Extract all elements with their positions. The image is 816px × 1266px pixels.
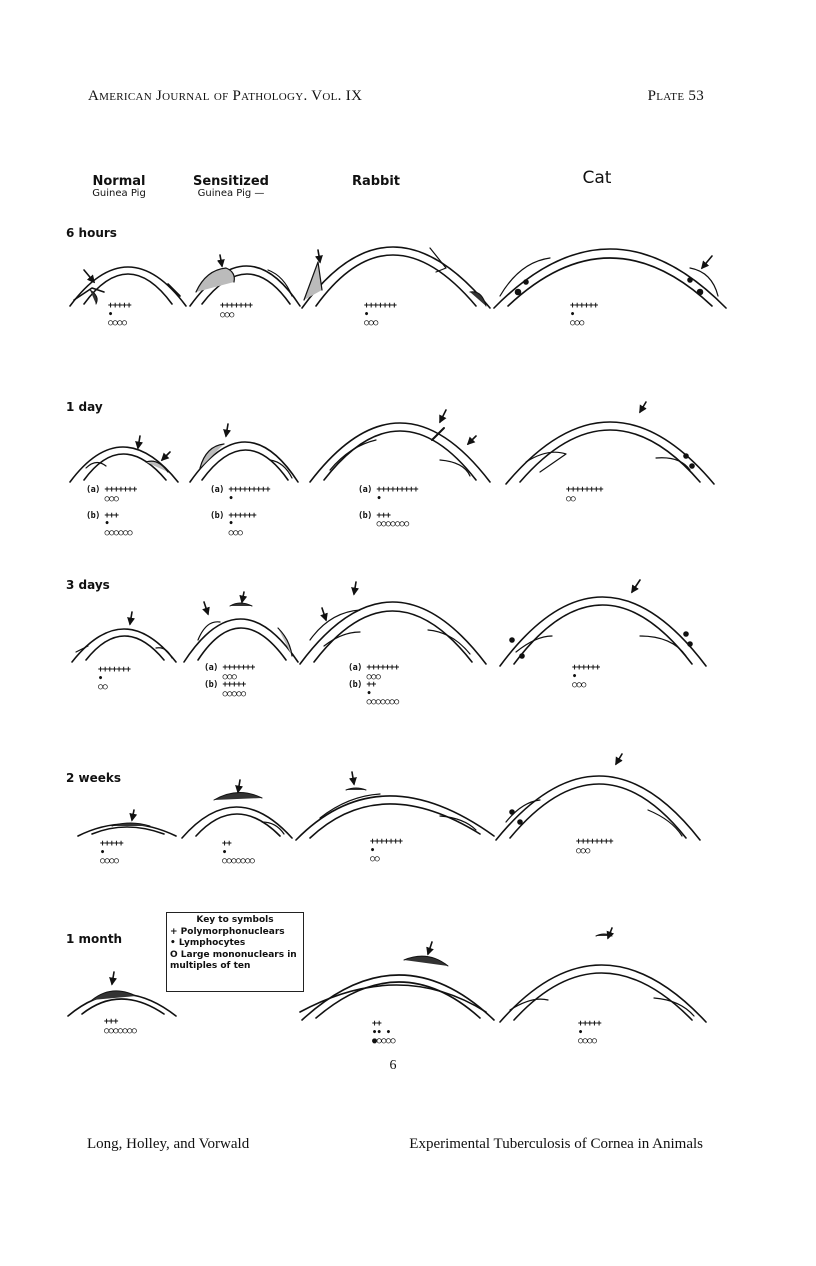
plate-label: Plate 53 (647, 88, 704, 104)
section-2w-cat (495, 753, 701, 841)
symbol-key-item-lymphocytes: • Lymphocytes (170, 938, 246, 948)
column-heading-sub: Guinea Pig (92, 187, 146, 199)
column-heading-main: Cat (582, 168, 612, 188)
section-3d-rabbit (299, 581, 487, 665)
journal-header: American Journal of Pathology. Vol. IX (88, 88, 363, 104)
row-label-6-hours: 6 hours (66, 226, 117, 240)
column-heading-normal-guinea-pig: Normal Guinea Pig (86, 175, 152, 199)
cell-counts-3d-sensitized: (a) +++++++ ○○○ (b) +++++ ○○○○○ (204, 663, 255, 699)
cell-counts-3d-normal: +++++++ • ○○ (98, 665, 131, 692)
cell-counts-6h-rabbit: +++++++ • ○○○ (364, 301, 397, 328)
section-1m-rabbit (299, 941, 495, 1021)
symbol-key: Key to symbols + Polymorphonuclears • Ly… (166, 912, 304, 992)
cell-counts-2w-sensitized: ++ • ○○○○○○○ (222, 839, 255, 866)
column-heading-sensitized-guinea-pig: Sensitized Guinea Pig — (190, 175, 272, 199)
footer-authors: Long, Holley, and Vorwald (87, 1136, 250, 1152)
symbol-key-item-polymorphonuclears: + Polymorphonuclears (170, 926, 285, 937)
cell-counts-2w-cat: ++++++++ ○○○ (576, 837, 613, 856)
column-heading-main: Rabbit (351, 174, 401, 189)
footer-article-title: Experimental Tuberculosis of Cornea in A… (409, 1136, 703, 1152)
cell-counts-1d-cat: ++++++++ ○○ (566, 485, 603, 504)
cell-counts-1d-normal: (a) +++++++ ○○○ (b) +++ • ○○○○○○ (86, 485, 137, 538)
row-label-2-weeks: 2 weeks (66, 771, 122, 785)
symbol-key-item-large-mononuclears: O Large mononuclears in multiples of ten (170, 949, 297, 972)
cell-counts-1m-cat: +++++ • ○○○○ (578, 1019, 602, 1046)
cell-counts-3d-cat: ++++++ • ○○○ (572, 663, 600, 690)
column-heading-cat: Cat (572, 168, 622, 188)
section-3d-normal-guinea-pig (71, 611, 177, 663)
cell-counts-2w-normal: +++++ • ○○○○ (100, 839, 124, 866)
section-6h-normal-guinea-pig (69, 266, 187, 307)
section-1d-rabbit (309, 409, 491, 483)
column-heading-rabbit: Rabbit (350, 175, 402, 189)
section-3d-sensitized-guinea-pig (183, 591, 299, 663)
section-6h-rabbit (301, 246, 491, 309)
cell-counts-2w-rabbit: +++++++ • ○○ (370, 837, 403, 864)
section-2w-rabbit (295, 771, 495, 841)
section-6h-cat (493, 248, 727, 309)
section-1d-sensitized-guinea-pig (189, 423, 299, 483)
section-6h-sensitized-guinea-pig (189, 254, 301, 307)
row-label-3-days: 3 days (66, 578, 110, 592)
page-number: 6 (389, 1058, 397, 1073)
cell-counts-6h-cat: ++++++ • ○○○ (570, 301, 598, 328)
section-1d-normal-guinea-pig (69, 435, 179, 483)
cell-counts-1m-rabbit: ++ •• • ●○○○○ (372, 1019, 396, 1046)
cell-counts-3d-rabbit: (a) +++++++ ○○○ (b) ++ • ○○○○○○○ (348, 663, 399, 707)
cell-counts-6h-normal: +++++ • ○○○○ (108, 301, 132, 328)
section-2w-sensitized-guinea-pig (181, 779, 293, 839)
cell-counts-1m-normal: +++ ○○○○○○○ (104, 1017, 137, 1036)
column-heading-main: Sensitized (193, 174, 269, 189)
symbol-key-title: Key to symbols (196, 915, 274, 925)
column-heading-sub: Guinea Pig — (197, 187, 265, 199)
cell-counts-1d-rabbit: (a) +++++++++ • (b) +++ ○○○○○○○ (358, 485, 419, 529)
section-2w-normal-guinea-pig (77, 809, 177, 837)
section-1m-normal-guinea-pig (67, 971, 177, 1017)
column-heading-main: Normal (92, 174, 146, 189)
section-1m-cat (499, 927, 707, 1023)
section-3d-cat (499, 579, 707, 667)
cell-counts-6h-sensitized: +++++++ ○○○ (220, 301, 253, 320)
row-label-1-month: 1 month (66, 932, 123, 946)
cell-counts-1d-sensitized: (a) +++++++++ • (b) ++++++ • ○○○ (210, 485, 271, 538)
section-1d-cat (505, 401, 715, 485)
row-label-1-day: 1 day (66, 400, 103, 414)
